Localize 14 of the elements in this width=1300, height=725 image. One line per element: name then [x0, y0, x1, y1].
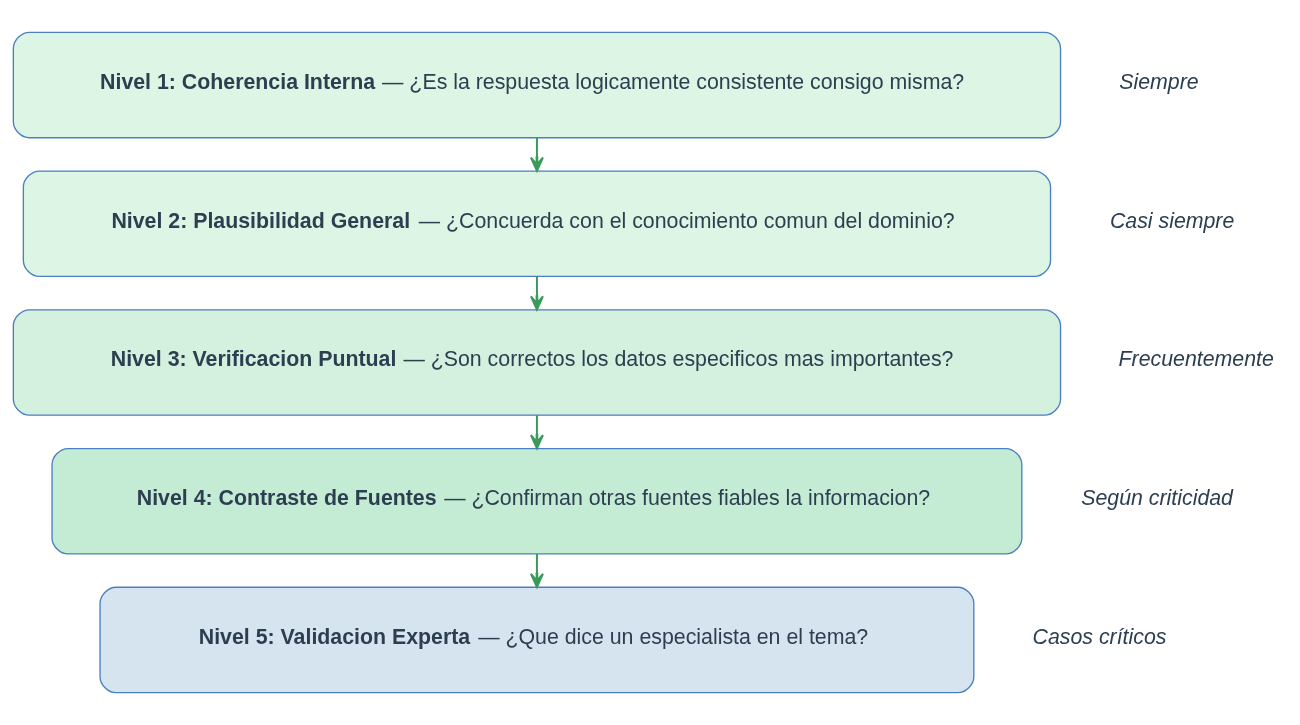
node-box: Nivel 4: Contraste de Fuentes — ¿Confirman otras fuentes fiables la informacion?: [51, 447, 1023, 555]
arrow: [529, 414, 544, 450]
node-label: Siempre: [1119, 69, 1199, 94]
node-box: Nivel 3: Verificacion Puntual — ¿Son correctos los datos especificos mas importantes?: [12, 309, 1062, 416]
node-box: Nivel 5: Validacion Experta — ¿Que dice un especialista en el tema?: [99, 586, 975, 694]
arrow: [529, 553, 544, 589]
arrow: [529, 136, 544, 172]
node-label: Casi siempre: [1109, 208, 1235, 233]
arrow: [529, 275, 544, 311]
node-label: Según criticidad: [1081, 485, 1233, 510]
node-label: Frecuentemente: [1118, 347, 1274, 372]
node-box: Nivel 1: Coherencia Interna — ¿Es la respuesta logicamente consistente consigo misma?: [12, 31, 1062, 139]
node-label: Casos críticos: [1032, 624, 1167, 649]
node-box: Nivel 2: Plausibilidad General — ¿Concuerda con el conocimiento comun del dominio?: [22, 170, 1052, 278]
